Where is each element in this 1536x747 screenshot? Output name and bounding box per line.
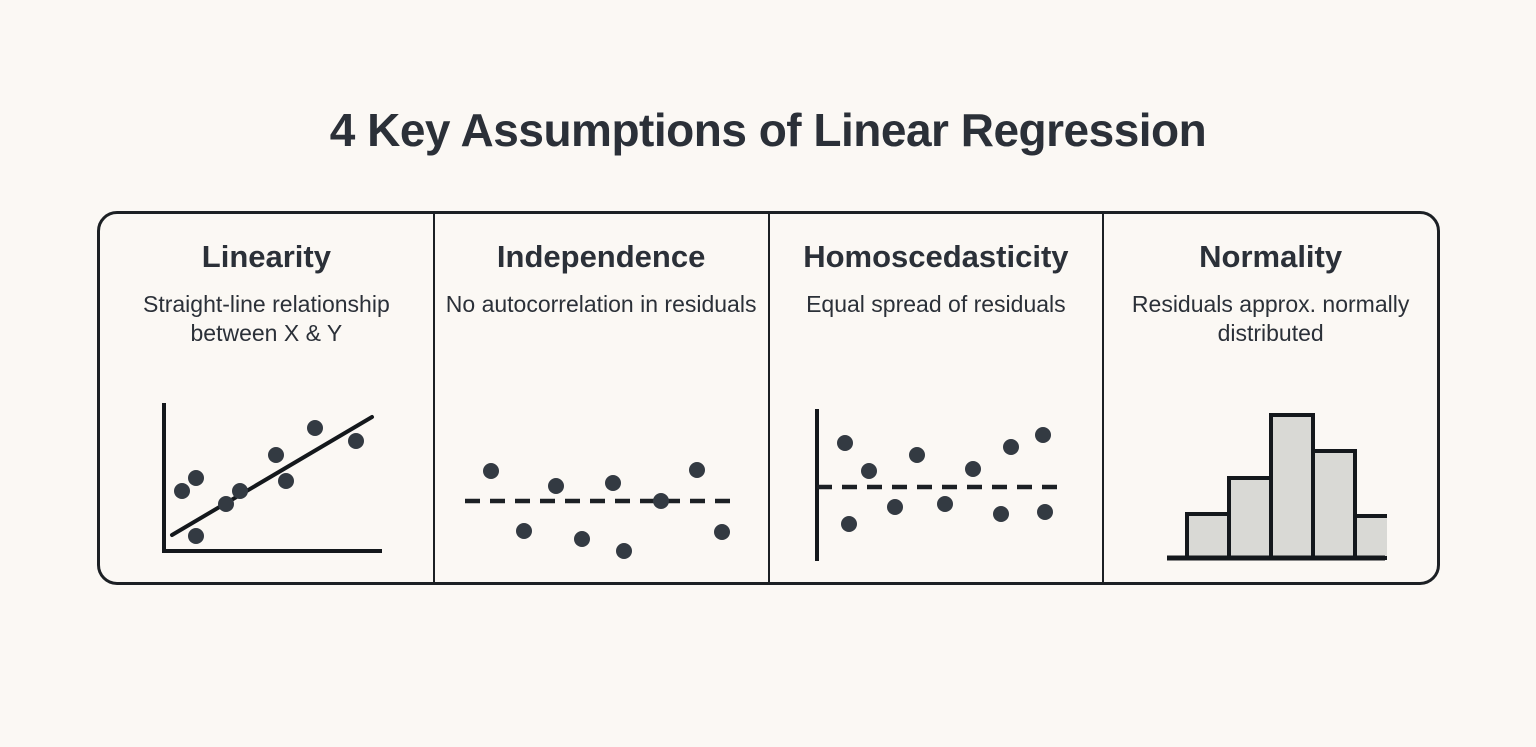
residual-point xyxy=(653,493,670,509)
residual-point xyxy=(689,462,706,478)
figure-independence-residuals xyxy=(435,439,768,564)
figure-linearity-scatter xyxy=(100,399,433,564)
panel-title-homoscedasticity: Homoscedasticity xyxy=(803,239,1069,274)
histogram-bar xyxy=(1268,413,1315,560)
residual-point xyxy=(548,478,565,494)
residual-point xyxy=(964,461,981,477)
scatter-point xyxy=(307,420,324,436)
panel-description-independence: No autocorrelation in residuals xyxy=(445,291,757,318)
scatter-point xyxy=(232,483,249,499)
residual-point xyxy=(605,475,622,491)
figure-homoscedasticity-residuals xyxy=(770,409,1103,564)
panel-description-linearity: Straight-line relationship between X & Y xyxy=(143,291,390,347)
panel-title-linearity: Linearity xyxy=(201,239,331,274)
scatter-point xyxy=(188,528,205,544)
scatter-point xyxy=(174,483,191,499)
residual-point xyxy=(1002,439,1019,455)
scatter-axes-icon xyxy=(162,403,383,553)
trend-line-icon xyxy=(170,415,375,537)
panel-linearity: Linearity Straight-line relationship bet… xyxy=(100,214,435,582)
residual-point xyxy=(836,435,853,451)
panel-description-normality: Residuals approx. normally distributed xyxy=(1131,291,1410,347)
panel-independence: Independence No autocorrelation in resid… xyxy=(435,214,770,582)
residual-point xyxy=(840,516,857,532)
residual-point xyxy=(574,531,591,547)
histogram-bar xyxy=(1184,512,1231,560)
residual-point xyxy=(516,523,533,539)
residual-point xyxy=(992,506,1009,522)
histogram-bar xyxy=(1352,514,1387,560)
histogram-bar xyxy=(1310,449,1357,560)
scatter-point xyxy=(188,470,205,486)
residual-point xyxy=(860,463,877,479)
scatter-point xyxy=(218,496,235,512)
histogram-bar xyxy=(1226,476,1273,560)
page-title: 4 Key Assumptions of Linear Regression xyxy=(329,104,1207,156)
residual-point xyxy=(1034,427,1051,443)
scatter-point xyxy=(278,473,295,489)
panel-title-normality: Normality xyxy=(1199,239,1343,274)
residual-point xyxy=(616,543,633,559)
scatter-point xyxy=(268,447,285,463)
residual-point xyxy=(936,496,953,512)
scatter-point xyxy=(348,433,365,449)
residual-point xyxy=(483,463,500,479)
panel-homoscedasticity: Homoscedasticity Equal spread of residua… xyxy=(770,214,1105,582)
panel-normality: Normality Residuals approx. normally dis… xyxy=(1104,214,1437,582)
panel-title-independence: Independence xyxy=(496,239,706,274)
residual-point xyxy=(1036,504,1053,520)
residual-point xyxy=(908,447,925,463)
panel-description-homoscedasticity: Equal spread of residuals xyxy=(806,291,1066,318)
assumptions-card-group: Linearity Straight-line relationship bet… xyxy=(97,211,1440,585)
residual-point xyxy=(714,524,731,540)
figure-normality-histogram xyxy=(1104,409,1437,564)
residual-point xyxy=(886,499,903,515)
